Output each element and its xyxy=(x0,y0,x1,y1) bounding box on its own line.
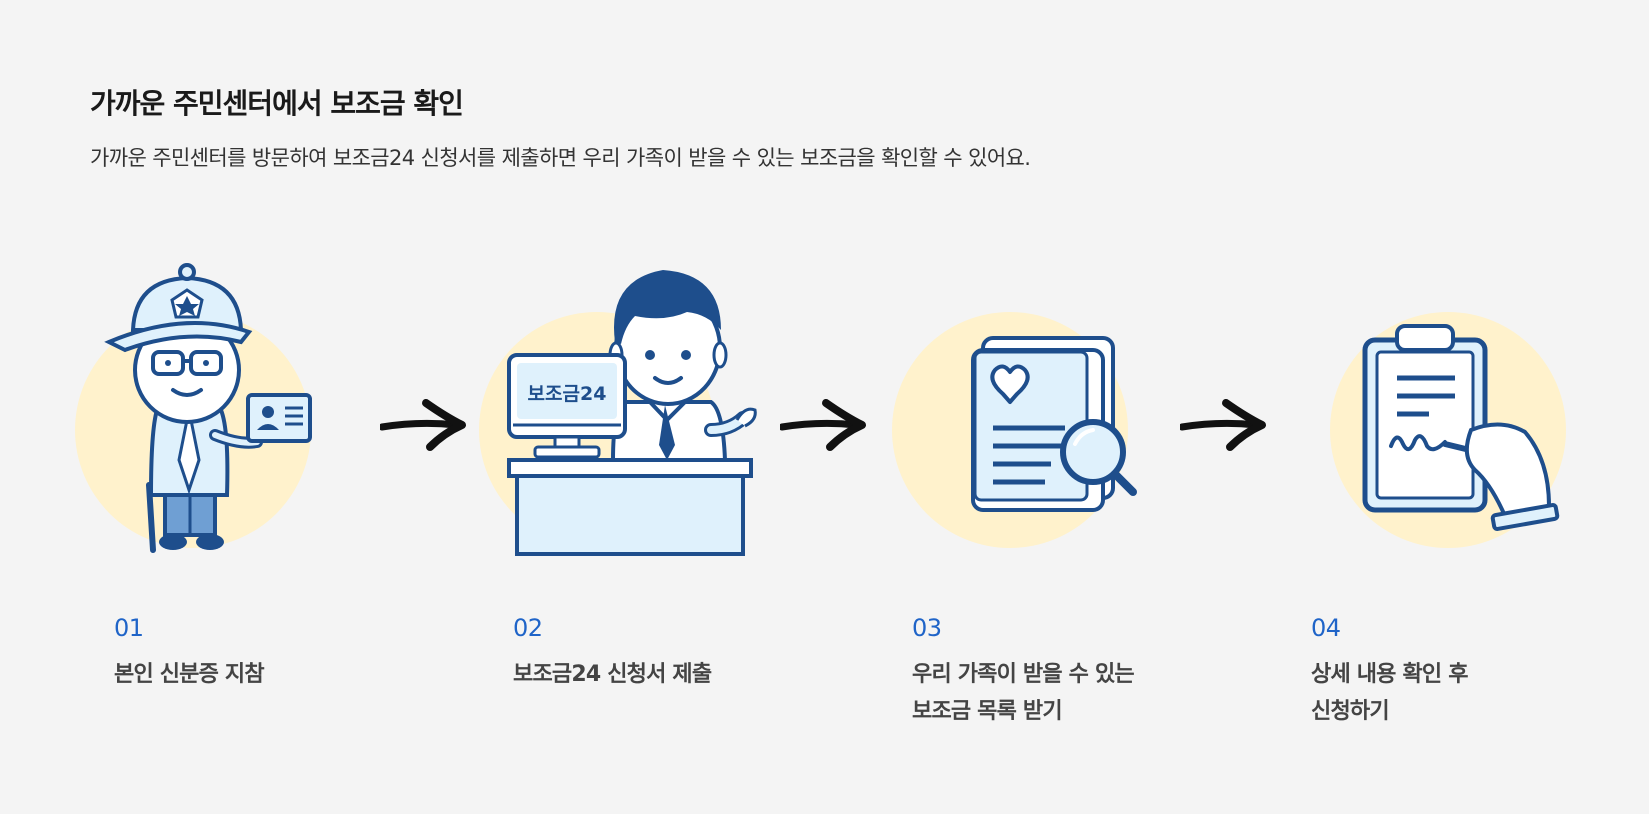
page-title: 가까운 주민센터에서 보조금 확인 xyxy=(90,87,464,120)
step-label: 보조금24 신청서 제출 xyxy=(513,662,712,687)
arrow-right-icon xyxy=(380,399,466,451)
monitor-screen-text: 보조금24 xyxy=(528,383,607,405)
arrow-right-icon xyxy=(780,399,866,451)
document-magnifier-icon xyxy=(892,312,1137,548)
step-number: 04 xyxy=(1311,614,1341,642)
arrow-right-icon xyxy=(1180,399,1266,451)
step-label: 우리 가족이 받을 수 있는 보조금 목록 받기 xyxy=(912,662,1135,724)
step-number: 02 xyxy=(513,614,543,642)
step-number: 01 xyxy=(114,614,144,642)
veteran-with-id-card-icon xyxy=(75,263,312,553)
step-label: 상세 내용 확인 후 신청하기 xyxy=(1311,662,1468,724)
clipboard-signature-icon xyxy=(1330,312,1566,548)
step-number: 03 xyxy=(912,614,942,642)
page-description: 가까운 주민센터를 방문하여 보조금24 신청서를 제출하면 우리 가족이 받을… xyxy=(90,146,1031,170)
clerk-at-desk-icon: 보조금24 xyxy=(479,270,757,556)
step-label: 본인 신분증 지참 xyxy=(114,662,265,687)
